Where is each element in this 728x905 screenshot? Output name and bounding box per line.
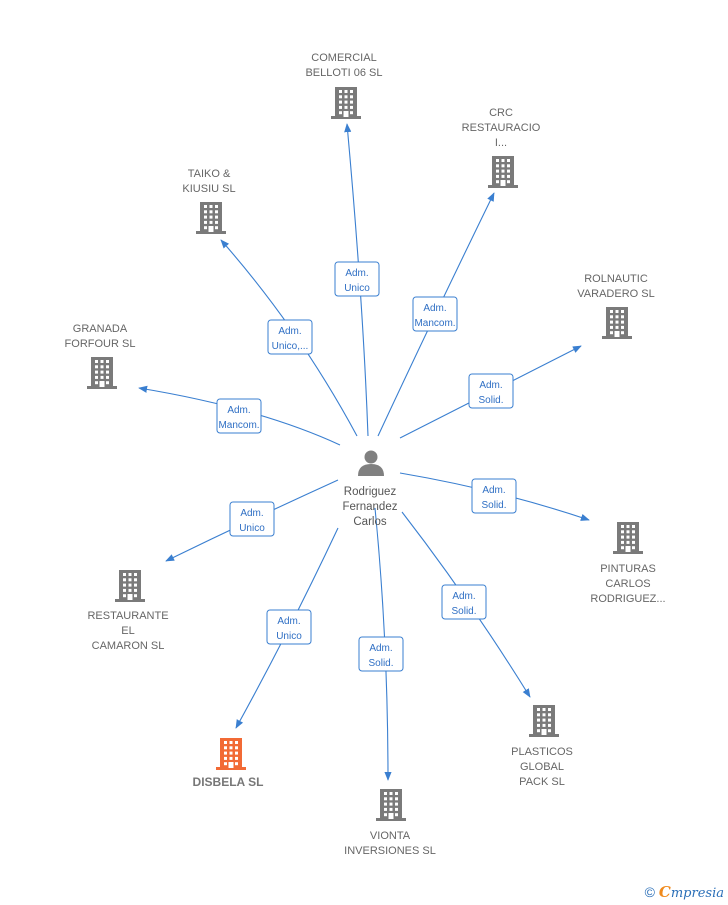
role-text: Adm. xyxy=(452,591,475,602)
role-text: Solid. xyxy=(481,500,506,511)
brand-logo-text: mpresia xyxy=(670,886,724,901)
building-icon-rolnautic-varadero[interactable] xyxy=(602,307,632,339)
person-name-line: Fernandez xyxy=(343,501,398,513)
role-text: Mancom. xyxy=(218,420,259,431)
company-label-line: INVERSIONES SL xyxy=(344,845,436,857)
role-label-comercial-belloti[interactable]: Adm. Unico xyxy=(334,261,380,297)
role-box xyxy=(334,261,380,297)
role-box xyxy=(468,373,514,409)
company-label-disbela[interactable]: DISBELA SL xyxy=(193,775,264,789)
company-label-line: VARADERO SL xyxy=(577,288,654,300)
company-label-line: GLOBAL xyxy=(520,761,564,773)
company-label-rolnautic-varadero[interactable]: ROLNAUTIC VARADERO SL xyxy=(577,273,654,300)
role-label-plasticos-global[interactable]: Adm. Solid. xyxy=(441,584,487,620)
company-label-line: CARLOS xyxy=(605,578,650,590)
role-text: Adm. xyxy=(479,380,502,391)
role-box xyxy=(471,478,517,514)
role-text: Solid. xyxy=(478,395,503,406)
person-name-line: Rodriguez xyxy=(344,486,397,498)
company-label-taiko-kiusiu[interactable]: TAIKO & KIUSIU SL xyxy=(182,168,235,195)
role-text: Adm. xyxy=(278,326,301,337)
role-text: Solid. xyxy=(451,606,476,617)
company-label-line: EL xyxy=(121,625,134,637)
role-text: Adm. xyxy=(369,643,392,654)
company-label-line: GRANADA xyxy=(73,323,128,335)
role-box xyxy=(229,501,275,537)
role-text: Unico,... xyxy=(272,341,309,352)
role-label-granada-forfour[interactable]: Adm. Mancom. xyxy=(216,398,262,434)
company-label-granada-forfour[interactable]: GRANADA FORFOUR SL xyxy=(65,323,136,350)
company-label-line: RODRIGUEZ... xyxy=(590,593,665,605)
company-label-plasticos-global[interactable]: PLASTICOS GLOBAL PACK SL xyxy=(511,746,573,788)
role-label-vionta-inversiones[interactable]: Adm. Solid. xyxy=(358,636,404,672)
company-label-line: RESTAURANTE xyxy=(87,610,168,622)
role-label-pinturas-carlos[interactable]: Adm. Solid. xyxy=(471,478,517,514)
copyright-icon: © xyxy=(644,884,655,900)
company-label-line: RESTAURACIO xyxy=(462,122,541,134)
role-box xyxy=(358,636,404,672)
person-icon xyxy=(358,450,384,476)
company-label-line: PACK SL xyxy=(519,776,565,788)
role-label-rolnautic-varadero[interactable]: Adm. Solid. xyxy=(468,373,514,409)
company-label-line: I... xyxy=(495,137,507,149)
role-box xyxy=(267,319,313,355)
role-box xyxy=(266,609,312,645)
building-icon-granada-forfour[interactable] xyxy=(87,357,117,389)
role-text: Unico xyxy=(276,631,302,642)
company-label-pinturas-carlos[interactable]: PINTURAS CARLOS RODRIGUEZ... xyxy=(590,563,665,605)
building-icon-restaurante-camaron[interactable] xyxy=(115,570,145,602)
role-text: Solid. xyxy=(368,658,393,669)
company-label-line: ROLNAUTIC xyxy=(584,273,648,285)
role-text: Adm. xyxy=(227,405,250,416)
role-text: Adm. xyxy=(482,485,505,496)
building-icon-plasticos-global[interactable] xyxy=(529,705,559,737)
company-label-line: DISBELA SL xyxy=(193,775,264,789)
company-label-restaurante-camaron[interactable]: RESTAURANTE EL CAMARON SL xyxy=(87,610,168,652)
role-text: Adm. xyxy=(240,508,263,519)
role-text: Adm. xyxy=(277,616,300,627)
company-label-line: PLASTICOS xyxy=(511,746,573,758)
company-label-line: CAMARON SL xyxy=(92,640,165,652)
role-text: Unico xyxy=(344,283,370,294)
company-label-crc-restauracio[interactable]: CRC RESTAURACIO I... xyxy=(462,107,541,149)
person-name-line: Carlos xyxy=(353,516,386,528)
role-box xyxy=(216,398,262,434)
company-label-line: PINTURAS xyxy=(600,563,656,575)
company-label-line: KIUSIU SL xyxy=(182,183,235,195)
role-label-restaurante-camaron[interactable]: Adm. Unico xyxy=(229,501,275,537)
brand-logo-letter: C xyxy=(658,883,671,901)
role-label-taiko-kiusiu[interactable]: Adm. Unico,... xyxy=(267,319,313,355)
company-label-line: TAIKO & xyxy=(188,168,231,180)
role-label-disbela[interactable]: Adm. Unico xyxy=(266,609,312,645)
company-label-comercial-belloti[interactable]: COMERCIAL BELLOTI 06 SL xyxy=(305,52,382,79)
building-icon-taiko-kiusiu[interactable] xyxy=(196,202,226,234)
role-label-crc-restauracio[interactable]: Adm. Mancom. xyxy=(412,296,458,332)
role-box xyxy=(441,584,487,620)
company-label-line: CRC xyxy=(489,107,513,119)
company-label-line: VIONTA xyxy=(370,830,411,842)
company-label-line: COMERCIAL xyxy=(311,52,376,64)
role-text: Mancom. xyxy=(414,318,455,329)
role-text: Adm. xyxy=(345,268,368,279)
building-icon-disbela[interactable] xyxy=(216,738,246,770)
building-icon-pinturas-carlos[interactable] xyxy=(613,522,643,554)
company-label-vionta-inversiones[interactable]: VIONTA INVERSIONES SL xyxy=(344,830,436,857)
building-icon-comercial-belloti[interactable] xyxy=(331,87,361,119)
company-label-line: FORFOUR SL xyxy=(65,338,136,350)
company-label-line: BELLOTI 06 SL xyxy=(305,67,382,79)
role-text: Adm. xyxy=(423,303,446,314)
building-icon-vionta-inversiones[interactable] xyxy=(376,789,406,821)
building-icon-crc-restauracio[interactable] xyxy=(488,156,518,188)
brand-logo[interactable]: Cmpresia xyxy=(659,883,724,901)
brand-footer: © Cmpresia xyxy=(645,883,724,901)
role-text: Unico xyxy=(239,523,265,534)
role-box xyxy=(412,296,458,332)
